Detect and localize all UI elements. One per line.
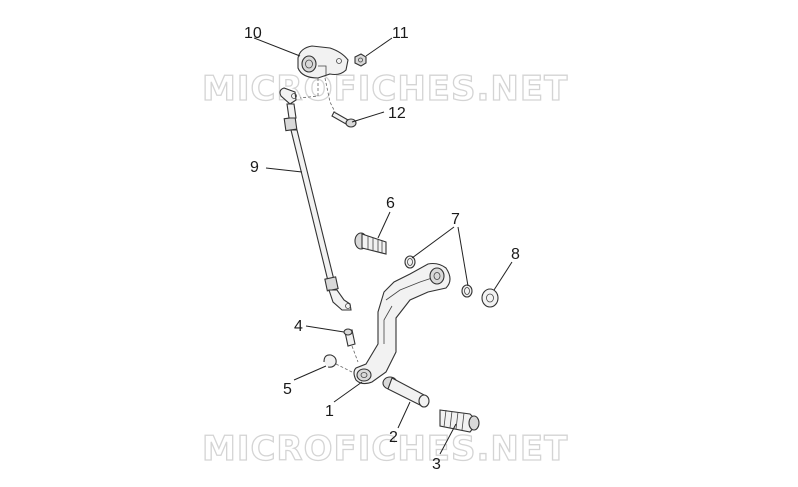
- assembly-line-5: [335, 363, 353, 373]
- part-8-washer: [481, 288, 499, 308]
- callout-1: 1: [325, 403, 334, 420]
- part-4-screw: [343, 328, 356, 347]
- part-10-clamp: [297, 45, 349, 79]
- callout-2: 2: [389, 429, 398, 446]
- callout-9: 9: [250, 159, 259, 176]
- part-3-peg-grip: [439, 409, 480, 433]
- callout-3: 3: [432, 456, 441, 473]
- callout-6: 6: [386, 195, 395, 212]
- callout-11: 11: [392, 25, 409, 42]
- part-6-pivot-bolt: [354, 232, 387, 255]
- part-1-shift-lever: [353, 262, 451, 385]
- part-2-peg: [382, 376, 430, 408]
- callout-12: 12: [388, 105, 406, 122]
- leader-lines: [253, 37, 513, 455]
- callout-4: 4: [294, 318, 303, 335]
- callout-8: 8: [511, 246, 520, 263]
- callout-7: 7: [451, 211, 460, 228]
- part-5-circlip: [323, 354, 337, 368]
- watermark-bottom: MICROFICHES.NET: [202, 429, 568, 469]
- watermark-top: MICROFICHES.NET: [202, 69, 568, 109]
- part-11-nut: [354, 53, 367, 67]
- part-12-bolt: [331, 111, 357, 128]
- callout-5: 5: [283, 381, 292, 398]
- part-9-linkage-rod: [279, 87, 352, 311]
- callout-10: 10: [244, 25, 262, 42]
- assembly-line-4: [351, 345, 359, 363]
- assembly-line-10: [299, 78, 319, 99]
- part-7-orings: [404, 255, 473, 298]
